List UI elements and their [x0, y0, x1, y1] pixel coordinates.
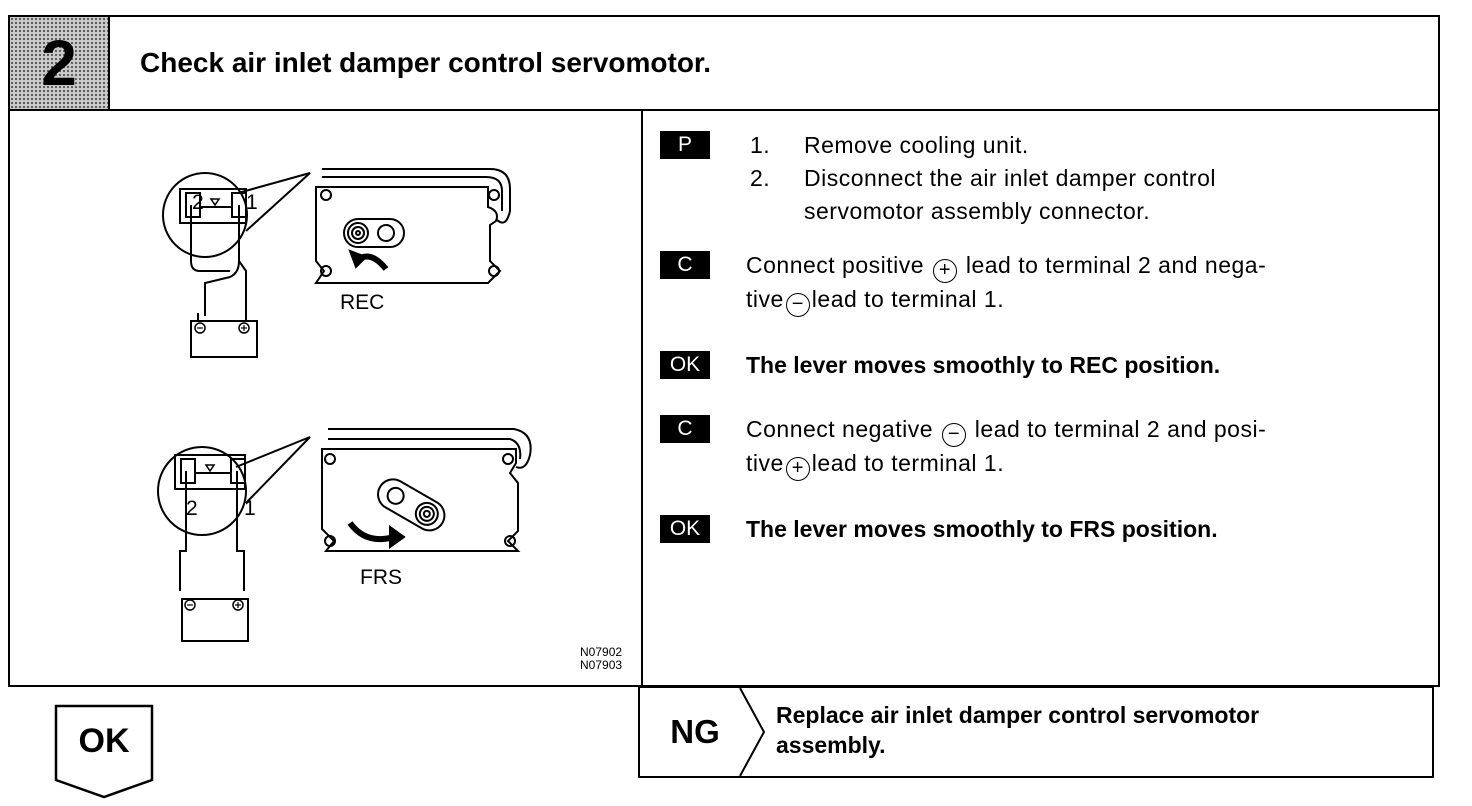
list-text: Remove cooling unit. [804, 132, 1029, 158]
list-text: Disconnect the air inlet damper control [804, 165, 1216, 191]
figure-code-2: N07903 [580, 658, 623, 672]
wiring-diagram-icon [157, 168, 532, 642]
minus-icon: − [941, 423, 966, 447]
text-part: lead to terminal 2 and nega- [965, 252, 1267, 278]
list-number: 2. [750, 165, 771, 191]
tag-p: P [660, 131, 710, 159]
ok-arrow-icon [54, 704, 154, 799]
bottom-terminal-1-label: 1 [244, 497, 256, 520]
plus-icon: + [785, 457, 810, 481]
ok-result-label[interactable]: OK [78, 722, 130, 760]
rec-label: REC [340, 291, 385, 314]
list-item: 2. Disconnect the air inlet damper contr… [750, 162, 1216, 195]
text-part: lead to terminal 1. [811, 450, 1005, 476]
step-number: 2 [41, 27, 77, 99]
ng-text-line: assembly. [776, 732, 886, 758]
top-terminal-2-label: 2 [192, 191, 204, 214]
bottom-terminal-2-label: 2 [186, 497, 198, 520]
frs-label: FRS [360, 566, 402, 589]
ng-result-box: NG Replace air inlet damper control serv… [638, 686, 1434, 778]
ng-result-text: Replace air inlet damper control servomo… [776, 700, 1416, 760]
tag-c: C [660, 415, 710, 443]
column-divider [641, 111, 643, 685]
step-body: 2 1 REC 2 1 FRS N07902 N07903 P 1. Remov… [8, 109, 1440, 687]
servomotor-figure: 2 1 REC 2 1 FRS N07902 N07903 [10, 111, 640, 685]
plus-icon: + [932, 259, 957, 283]
top-terminal-1-label: 1 [246, 191, 258, 214]
step-header: 2 Check air inlet damper control servomo… [8, 15, 1440, 111]
text-part: lead to terminal 2 and posi- [974, 416, 1267, 442]
step-number-box [10, 17, 110, 109]
text-part: Connect positive [746, 252, 925, 278]
step-text-ok1: The lever moves smoothly to REC position… [746, 352, 1221, 378]
list-number: 1. [750, 132, 771, 158]
list-item: 1. Remove cooling unit. [750, 129, 1216, 162]
list-text: servomotor assembly connector. [804, 198, 1151, 224]
step-title: Check air inlet damper control servomoto… [140, 47, 712, 78]
text-part: lead to terminal 1. [811, 286, 1005, 312]
step-text-c2: Connect negative − lead to terminal 2 an… [746, 413, 1266, 481]
ng-result-label[interactable]: NG [670, 713, 720, 750]
ng-text-line: Replace air inlet damper control servomo… [776, 702, 1260, 728]
list-item: servomotor assembly connector. [750, 195, 1216, 228]
step-text-p: 1. Remove cooling unit. 2. Disconnect th… [750, 129, 1216, 228]
tag-c: C [660, 251, 710, 279]
chevron-right-icon [739, 688, 766, 776]
text-part: tive [746, 286, 784, 312]
tag-ok: OK [660, 351, 710, 379]
figure-code-1: N07902 [580, 645, 623, 659]
text-part: Connect negative [746, 416, 934, 442]
text-part: tive [746, 450, 784, 476]
tag-ok: OK [660, 515, 710, 543]
minus-icon: − [785, 293, 810, 317]
step-text-ok2: The lever moves smoothly to FRS position… [746, 516, 1218, 542]
step-text-c1: Connect positive + lead to terminal 2 an… [746, 249, 1266, 317]
